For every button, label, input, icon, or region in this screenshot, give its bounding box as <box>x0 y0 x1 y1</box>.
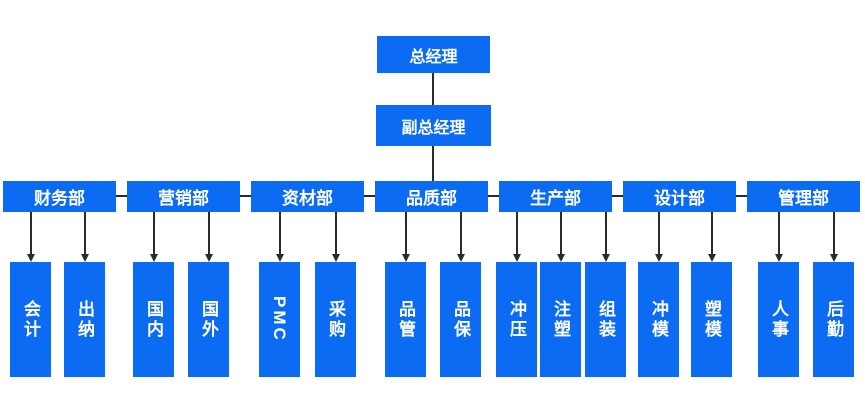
connector-dept-child <box>29 212 32 254</box>
connector-dept-child <box>207 212 210 254</box>
subunit-label: 组装 <box>596 299 615 340</box>
org-node-subunit: 品管 <box>385 262 426 377</box>
subunit-label: 人事 <box>769 299 788 340</box>
subunit-label: 出纳 <box>75 299 94 340</box>
org-node-subunit: PMC <box>259 262 300 377</box>
org-node-subunit: 出纳 <box>64 262 105 377</box>
org-node-subunit: 国内 <box>133 262 174 377</box>
connector-dept-child <box>404 212 407 254</box>
connector-dept-child <box>657 212 660 254</box>
arrow-down-icon <box>774 254 783 262</box>
arrow-down-icon <box>601 254 610 262</box>
connector-dept-child <box>832 212 835 254</box>
org-node-subunit: 会计 <box>10 262 51 377</box>
connector-dept-child <box>710 212 713 254</box>
subunit-label: 塑模 <box>702 299 721 340</box>
org-node-general-manager: 总经理 <box>377 36 490 73</box>
connector-dept-child <box>559 212 562 254</box>
org-node-subunit: 塑模 <box>691 262 732 377</box>
arrow-down-icon <box>512 254 521 262</box>
connector-root-deputy <box>432 73 434 105</box>
org-node-department: 设计部 <box>623 181 736 212</box>
subunit-label: 冲模 <box>649 299 668 340</box>
subunit-label: 国外 <box>199 299 218 340</box>
subunit-label: 冲压 <box>507 299 526 340</box>
connector-dept-child <box>278 212 281 254</box>
connector-dept-child <box>152 212 155 254</box>
arrow-down-icon <box>149 254 158 262</box>
arrow-down-icon <box>275 254 284 262</box>
connector-deputy-departments <box>432 146 434 181</box>
org-node-subunit: 人事 <box>758 262 799 377</box>
arrow-down-icon <box>456 254 465 262</box>
subunit-label: 采购 <box>326 299 345 340</box>
subunit-label: 品管 <box>396 299 415 340</box>
subunit-label: 注塑 <box>551 299 570 340</box>
arrow-down-icon <box>80 254 89 262</box>
org-node-subunit: 冲压 <box>496 262 537 377</box>
org-node-department: 营销部 <box>127 181 240 212</box>
arrow-down-icon <box>654 254 663 262</box>
org-node-subunit: 注塑 <box>540 262 581 377</box>
org-node-subunit: 组装 <box>585 262 626 377</box>
arrow-down-icon <box>401 254 410 262</box>
org-node-deputy-general-manager: 副总经理 <box>376 105 491 146</box>
org-node-department: 财务部 <box>3 181 116 212</box>
connector-dept-child <box>459 212 462 254</box>
connector-dept-child <box>334 212 337 254</box>
org-node-department: 管理部 <box>747 181 860 212</box>
org-node-subunit: 品保 <box>440 262 481 377</box>
subunit-label: 品保 <box>451 299 470 340</box>
subunit-label: 会计 <box>21 299 40 340</box>
arrow-down-icon <box>26 254 35 262</box>
connector-dept-child <box>83 212 86 254</box>
org-node-department: 生产部 <box>499 181 612 212</box>
org-node-subunit: 国外 <box>188 262 229 377</box>
subunit-label: PMC <box>270 296 289 343</box>
org-node-subunit: 采购 <box>315 262 356 377</box>
arrow-down-icon <box>556 254 565 262</box>
arrow-down-icon <box>707 254 716 262</box>
connector-dept-child <box>515 212 518 254</box>
org-node-department: 品质部 <box>375 181 488 212</box>
org-node-subunit: 冲模 <box>638 262 679 377</box>
subunit-label: 后勤 <box>824 299 843 340</box>
subunit-label: 国内 <box>144 299 163 340</box>
arrow-down-icon <box>331 254 340 262</box>
org-node-subunit: 后勤 <box>813 262 854 377</box>
connector-dept-child <box>604 212 607 254</box>
arrow-down-icon <box>204 254 213 262</box>
arrow-down-icon <box>829 254 838 262</box>
org-node-department: 资材部 <box>251 181 364 212</box>
connector-dept-child <box>777 212 780 254</box>
